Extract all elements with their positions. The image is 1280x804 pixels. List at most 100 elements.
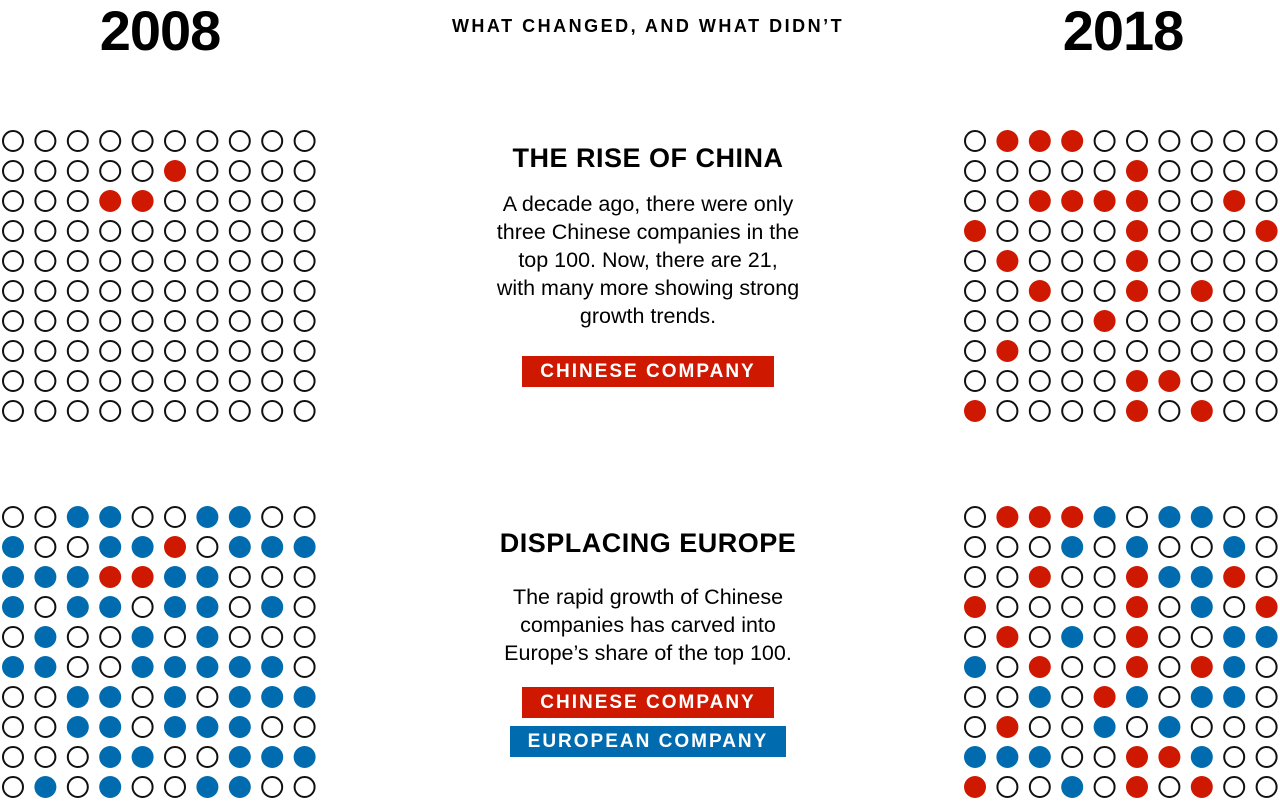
european-company-dot [228,776,251,798]
text-line: Europe’s share of the top 100. [504,641,792,665]
other-company-dot [1158,626,1181,648]
european-company-dot [1223,656,1246,678]
year-2018-label: 2018 [1062,0,1185,62]
chinese-company-dot [1190,280,1213,302]
page-title: WHAT CHANGED, AND WHAT DIDN’T [451,16,845,36]
other-company-dot [964,160,986,182]
other-company-dot [1223,746,1246,768]
other-company-dot [66,190,89,212]
other-company-dot [131,220,154,242]
other-company-dot [34,190,57,212]
european-company-dot [1223,686,1246,708]
chinese-company-dot [996,130,1019,152]
other-company-dot [1255,746,1278,768]
other-company-dot [131,596,154,618]
european-company-dot [196,776,219,798]
other-company-dot [996,686,1019,708]
other-company-dot [196,160,219,182]
european-company-dot [34,626,57,648]
other-company-dot [2,400,24,422]
chinese-company-dot [996,340,1019,362]
other-company-dot [1255,340,1278,362]
year-2008-label: 2008 [99,0,222,62]
other-company-dot [1028,250,1051,272]
other-company-dot [293,190,316,212]
other-company-dot [261,340,284,362]
chinese-company-dot [1223,566,1246,588]
other-company-dot [1158,220,1181,242]
chinese-company-dot [996,626,1019,648]
other-company-dot [293,716,316,738]
other-company-dot [66,310,89,332]
european-company-dot [1158,716,1181,738]
other-company-dot [1158,160,1181,182]
section-text: The rapid growth of Chinese companies ha… [400,583,896,667]
european-company-dot [66,506,89,528]
other-company-dot [293,626,316,648]
other-company-dot [164,776,186,798]
other-company-dot [131,370,154,392]
other-company-dot [131,130,154,152]
other-company-dot [34,536,57,558]
european-company-dot [66,596,89,618]
other-company-dot [34,716,57,738]
other-company-dot [293,370,316,392]
other-company-dot [1028,596,1051,618]
other-company-dot [1061,566,1084,588]
chinese-company-dot [1126,190,1148,212]
european-company-dot [66,716,89,738]
european-company-dot [99,506,122,528]
other-company-dot [261,626,284,648]
european-company-dot [1190,506,1213,528]
other-company-dot [1223,370,1246,392]
section-heading: THE RISE OF CHINA [512,143,784,173]
other-company-dot [228,626,251,648]
other-company-dot [1028,160,1051,182]
other-company-dot [1223,130,1246,152]
other-company-dot [196,280,219,302]
european-company-dot [964,656,986,678]
text-line: top 100. Now, there are 21, [518,248,778,272]
chinese-company-dot [1126,776,1148,798]
european-company-dot [2,656,24,678]
other-company-dot [228,160,251,182]
other-company-dot [34,220,57,242]
chinese-company-dot [1028,190,1051,212]
european-company-dot [1028,746,1051,768]
chinese-company-dot [131,566,154,588]
other-company-dot [1158,340,1181,362]
other-company-dot [196,536,219,558]
other-company-dot [2,160,24,182]
other-company-dot [164,280,186,302]
chinese-company-dot [996,506,1019,528]
other-company-dot [34,400,57,422]
other-company-dot [261,716,284,738]
chinese-company-dot [1061,130,1084,152]
other-company-dot [964,190,986,212]
european-company-dot [1190,596,1213,618]
other-company-dot [66,220,89,242]
other-company-dot [228,310,251,332]
chinese-company-dot [1223,190,1246,212]
other-company-dot [228,370,251,392]
chinese-company-dot [1126,626,1148,648]
other-company-dot [196,190,219,212]
chinese-company-dot [1093,190,1116,212]
chinese-company-dot [1126,280,1148,302]
other-company-dot [1158,400,1181,422]
other-company-dot [1028,536,1051,558]
other-company-dot [1158,310,1181,332]
other-company-dot [2,190,24,212]
other-company-dot [34,746,57,768]
chinese-company-dot [964,220,986,242]
other-company-dot [164,626,186,648]
other-company-dot [1158,686,1181,708]
other-company-dot [1028,400,1051,422]
other-company-dot [2,220,24,242]
other-company-dot [1158,280,1181,302]
other-company-dot [1093,776,1116,798]
other-company-dot [131,506,154,528]
other-company-dot [1061,716,1084,738]
other-company-dot [1223,400,1246,422]
other-company-dot [1255,400,1278,422]
